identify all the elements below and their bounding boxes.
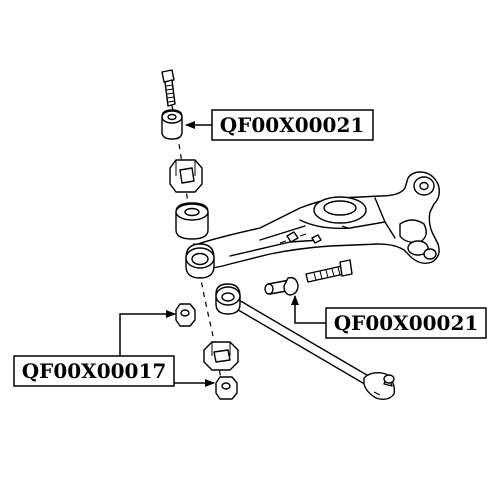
callout-top-label: QF00X00021 [220,113,365,137]
leader-bottom-upper [119,310,176,356]
small-nut-top [175,303,196,327]
lateral-rod [215,283,396,401]
top-hex-nut [169,159,203,193]
callout-bottom-label: QF00X00017 [22,359,167,383]
top-bolt [161,69,176,107]
top-bushing [161,109,183,140]
arm-front-bushing [185,243,215,279]
trailing-arm [194,171,441,270]
callout-bottom: QF00X00017 [13,355,175,387]
bottom-hex-nut [203,341,239,371]
callout-middle: QF00X00021 [325,307,487,339]
leader-middle [291,295,326,324]
small-arm-bushing [264,276,299,296]
small-nut-bottom [215,376,238,400]
callout-middle-label: QF00X00021 [334,311,479,335]
callout-top: QF00X00021 [211,109,374,141]
spacer-bushing [175,202,209,240]
long-bolt [305,259,353,283]
